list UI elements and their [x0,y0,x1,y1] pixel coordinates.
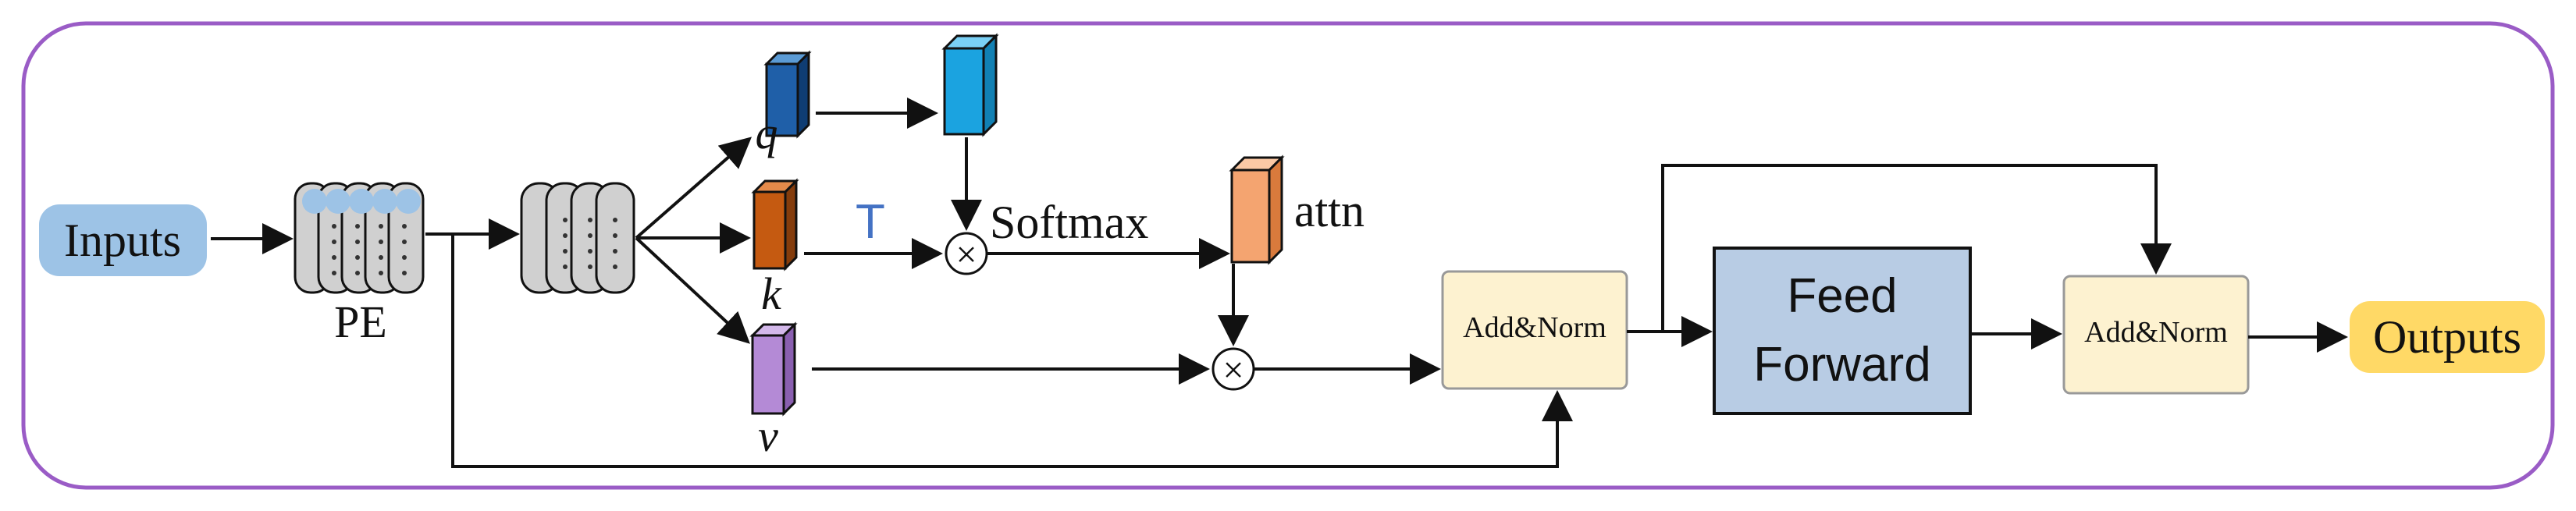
arrow-to-q [635,137,753,240]
q-block: q [756,50,812,158]
v-block: v [749,321,798,461]
pe-position-marker [396,189,421,214]
v-label: v [758,410,778,461]
outputs-label: Outputs [2373,311,2521,363]
multiply-symbol: × [1222,350,1244,391]
connectors [211,98,2348,468]
feed-forward-label-line2: Forward [1753,338,1930,392]
multiply-node-softmax: × [945,232,988,275]
k-block: k [751,178,799,319]
outputs-node: Outputs [2350,301,2545,373]
add-norm-2-label: Add&Norm [2084,316,2228,349]
inputs-node: Inputs [39,204,207,276]
pe-position-marker [302,189,327,214]
attn-block: attn [1229,154,1364,265]
residual-path-2 [1661,164,2172,332]
inputs-pill [39,204,207,276]
outputs-pill [2350,301,2545,373]
pe-embedding-stack: PE [294,182,425,347]
softmax-label: Softmax [990,197,1148,248]
add-norm-block-1: Add&Norm [1441,270,1628,390]
pe-label: PE [334,296,387,347]
encoded-embedding-stack [520,182,635,294]
multiply-symbol: × [955,234,977,275]
feed-forward-block: Feed Forward [1713,247,1972,415]
pe-position-marker [326,189,350,214]
add-norm-1-label: Add&Norm [1463,311,1606,344]
residual-path-1 [451,234,1573,468]
pe-position-marker [349,189,374,214]
multiply-node-value: × [1212,347,1255,391]
add-norm-block-2: Add&Norm [2062,275,2250,395]
feed-forward-label-line1: Feed [1787,269,1897,323]
inputs-label: Inputs [64,215,181,266]
q-label: q [756,108,778,158]
q-result-block [941,33,999,137]
attn-label: attn [1294,185,1364,236]
transpose-label: T [856,195,885,249]
k-label: k [761,268,782,319]
pe-position-marker [372,189,397,214]
arrow-to-v [635,236,750,344]
